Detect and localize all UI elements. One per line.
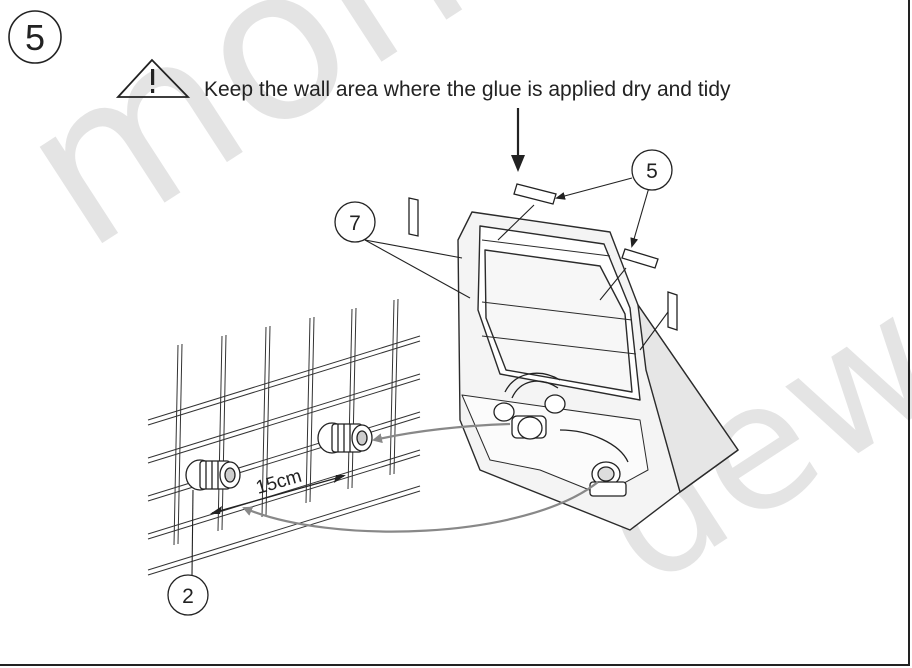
grid-line — [147, 454, 421, 540]
grid-line — [347, 308, 353, 490]
warning-triangle-icon — [115, 58, 191, 98]
valve-fitting-upper — [493, 372, 566, 440]
callout-bracket: 7 — [334, 201, 376, 243]
wall-connector-right — [317, 422, 373, 454]
glue-strip — [667, 291, 678, 331]
grid-line — [177, 343, 183, 545]
wall-tile-grid — [147, 298, 421, 576]
grid-line — [147, 485, 421, 571]
glue-strip — [621, 248, 659, 269]
grid-line — [309, 316, 315, 503]
glue-strip — [408, 197, 419, 237]
callout-glue-strips: 5 — [631, 149, 673, 191]
callout-pipe-connector: 2 — [167, 574, 209, 616]
callout-label: 2 — [182, 585, 194, 608]
callout-label: 5 — [646, 160, 658, 183]
bracket — [457, 211, 739, 531]
grid-line — [217, 335, 223, 532]
step-number: 5 — [25, 17, 45, 58]
grid-line — [147, 335, 421, 421]
connection-arrows — [242, 422, 599, 533]
grid-line — [305, 317, 311, 504]
grid-line — [147, 340, 421, 426]
step-number-badge: 5 — [8, 10, 62, 64]
leader-lines — [191, 177, 669, 576]
down-arrow-icon — [511, 108, 525, 172]
callout-label: 7 — [349, 212, 361, 235]
glue-strips — [408, 183, 678, 331]
arrow-upper-connection — [372, 422, 511, 444]
grid-line — [351, 307, 357, 489]
valve-fitting-lower — [559, 429, 629, 497]
glue-strip — [513, 183, 557, 205]
grid-line — [147, 378, 421, 464]
grid-line — [221, 334, 227, 531]
grid-line — [147, 373, 421, 459]
warning-text: Keep the wall area where the glue is app… — [204, 78, 731, 101]
grid-line — [173, 344, 179, 546]
arrow-lower-connection — [242, 481, 599, 533]
grid-line — [147, 490, 421, 576]
wall-connector-left — [185, 459, 241, 491]
grid-line — [147, 449, 421, 535]
